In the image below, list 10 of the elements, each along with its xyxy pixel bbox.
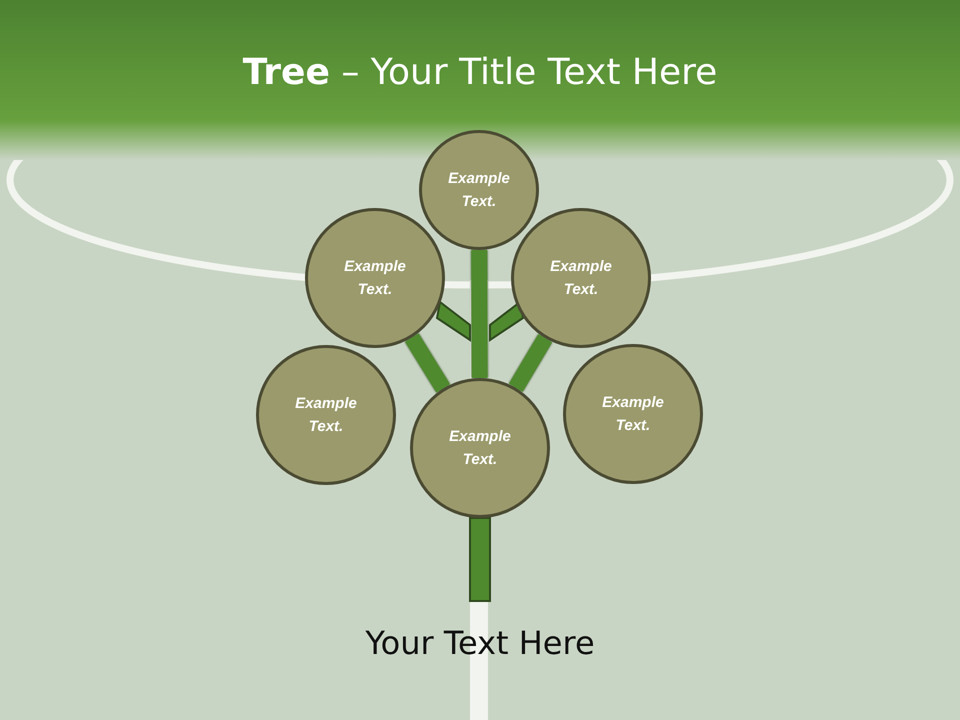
node-text: Example Text.	[448, 427, 512, 470]
node-text: Example Text.	[294, 394, 358, 437]
tree-branch	[404, 333, 450, 393]
title: Tree – Your Title Text Here	[242, 52, 718, 93]
node-text: Example Text.	[343, 257, 407, 300]
node-text: Example Text.	[601, 393, 665, 436]
caption-text: Your Text Here	[364, 624, 596, 662]
node-text: Example Text.	[447, 169, 511, 212]
tree-branch	[508, 334, 552, 392]
node-text: Example Text.	[549, 257, 613, 300]
